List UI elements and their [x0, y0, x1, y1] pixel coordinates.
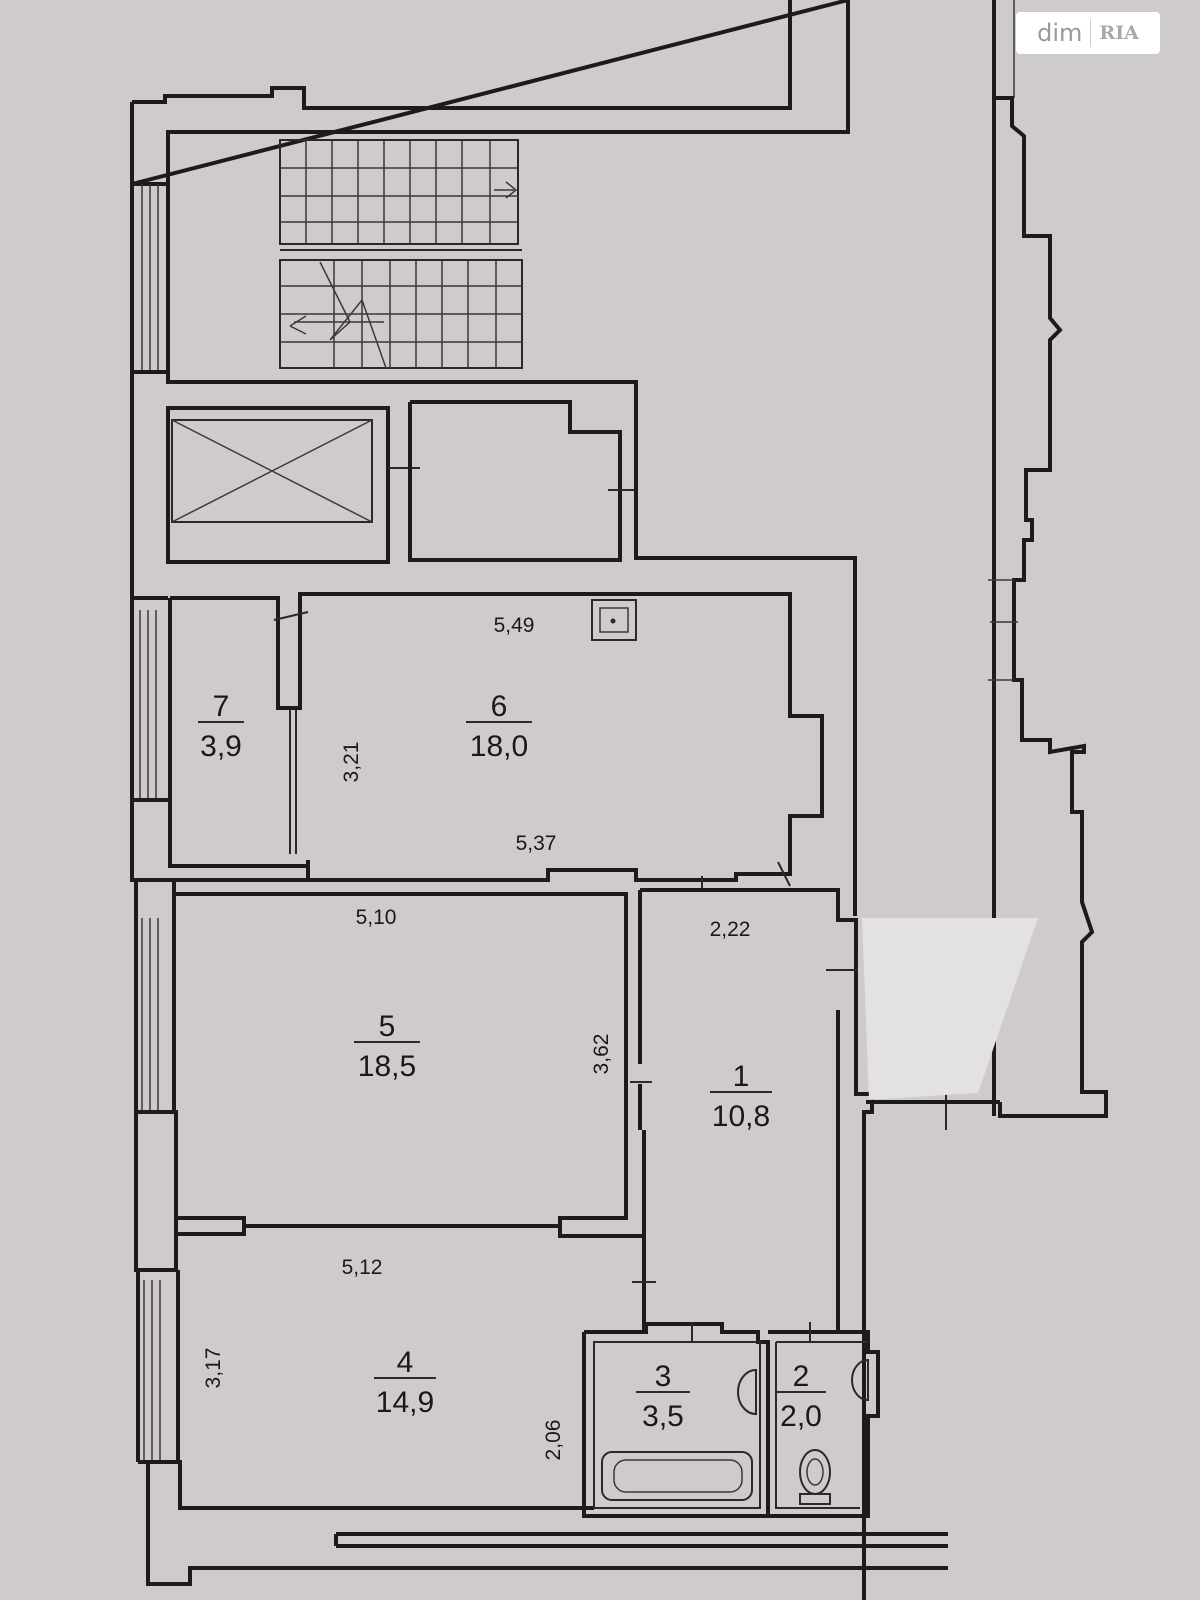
dim-room4-top: 5,12 [342, 1256, 383, 1279]
room-5-number: 5 [379, 1010, 396, 1043]
toilet [799, 1493, 831, 1505]
elevator-shaft [166, 400, 634, 564]
room-3-number: 3 [655, 1360, 672, 1393]
dim-room1-top: 2,22 [710, 918, 751, 941]
dim-room6-bottom: 5,37 [516, 832, 557, 855]
room-2-number: 2 [793, 1360, 810, 1393]
room-4-number: 4 [397, 1346, 414, 1379]
watermark-divider [1090, 19, 1092, 47]
watermark-brand: dim [1037, 19, 1083, 47]
dim-room4-side: 2,06 [542, 1420, 565, 1461]
room-4-area: 14,9 [376, 1386, 434, 1419]
kitchen-sink [591, 599, 637, 641]
wc-sink [851, 1358, 869, 1402]
room-2-area: 2,0 [780, 1400, 822, 1433]
room-1-area: 10,8 [712, 1100, 770, 1133]
dim-room6-top: 5,49 [494, 614, 535, 637]
room-5-area: 18,5 [358, 1050, 416, 1083]
room-6-number: 6 [491, 690, 508, 723]
bathroom-walls [582, 1322, 880, 1518]
dim-room5-top: 5,10 [356, 906, 397, 929]
interior-walls [174, 888, 1000, 1600]
outer-wall [130, 0, 948, 1586]
dim-room5-height: 3,62 [590, 1034, 613, 1075]
room-7-area: 3,9 [200, 730, 242, 763]
watermark-logo: RIA [1099, 22, 1139, 44]
staircase [279, 139, 523, 369]
dim-room6-height: 3,21 [340, 742, 363, 783]
room-1-number: 1 [733, 1060, 750, 1093]
bathtub [601, 1451, 753, 1501]
dim-room4-height: 3,17 [202, 1348, 225, 1389]
room-7-walls [170, 592, 824, 890]
room-3-area: 3,5 [642, 1400, 684, 1433]
label-fraction-bars [198, 721, 826, 1393]
room-7-number: 7 [213, 690, 230, 723]
bath-sink [737, 1368, 757, 1416]
dimria-watermark: dim RIA [1016, 12, 1160, 54]
room-6-area: 18,0 [470, 730, 528, 763]
